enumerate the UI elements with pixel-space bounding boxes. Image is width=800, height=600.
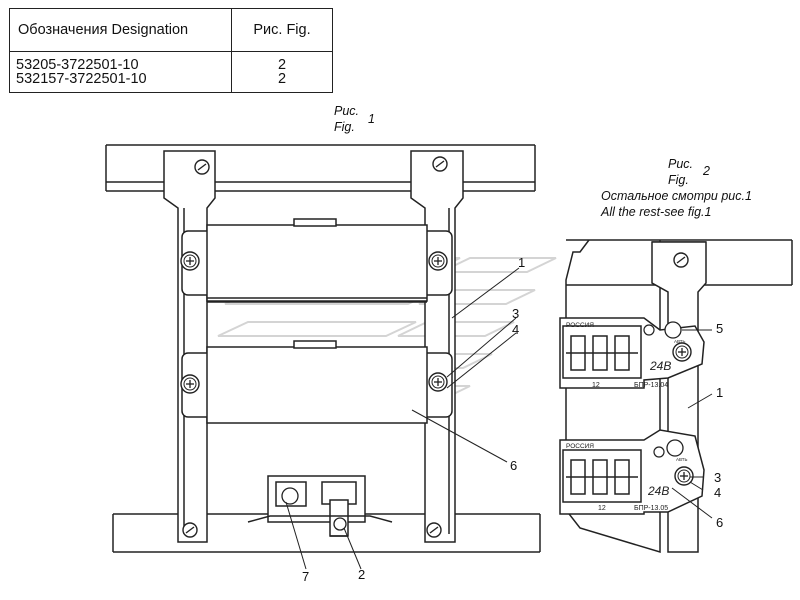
designation-table: Обозначения Designation Рис. Fig. 53205-… [9, 8, 333, 93]
fig2-number: 2 [703, 164, 710, 178]
callout-4: 4 [714, 485, 722, 500]
table-row: 53205-3722501-10 2 [9, 51, 333, 72]
block-2-rating: 12 [598, 505, 606, 512]
fig2-note-ru: Остальное смотри рис.1 [601, 189, 752, 203]
callout-5: 5 [716, 321, 724, 336]
figure-1-drawing [105, 144, 541, 553]
figure-2-leaders [671, 329, 713, 519]
fig1-number: 1 [368, 112, 375, 126]
callout-7: 7 [302, 569, 310, 584]
fig2-note-en: All the rest-see fig.1 [601, 205, 712, 219]
figure-1-screws [180, 156, 448, 538]
fig1-label-en: Fig. [334, 120, 355, 134]
block-2-voltage: 24В [647, 484, 669, 498]
callout-1: 1 [716, 385, 724, 400]
callout-3: 3 [512, 306, 520, 321]
figure-cell: 2 [231, 72, 333, 93]
fig2-label-ru: Рис. [668, 157, 694, 171]
block-1-voltage: 24В [649, 359, 671, 373]
figure-1-leaders [285, 267, 520, 570]
figure-header: Рис. Fig. [231, 8, 333, 52]
table-row: 532157-3722501-10 2 [9, 72, 333, 93]
callout-3: 3 [714, 470, 722, 485]
designation-header: Обозначения Designation [9, 8, 232, 52]
figure-2-drawing [559, 239, 793, 554]
block-2-model: БПР-13.05 [634, 505, 668, 512]
block-1-brand: РОССИЯ [566, 322, 594, 329]
callout-4: 4 [512, 322, 520, 337]
block-1-model: БПР-13.04 [634, 382, 668, 389]
callout-6: 6 [716, 515, 724, 530]
fig2-label-en: Fig. [668, 173, 689, 187]
block-2-fuse-mark: АВТЬ [676, 457, 687, 462]
figure-cell: 2 [231, 51, 333, 72]
block-1-rating: 12 [592, 382, 600, 389]
figure-2-screws [643, 252, 694, 486]
callout-1: 1 [518, 255, 526, 270]
table-header-row: Обозначения Designation Рис. Fig. [9, 8, 333, 52]
fig1-label-ru: Рис. [334, 104, 360, 118]
block-1-fuse-mark: АВТЬ [674, 339, 685, 344]
callout-2: 2 [358, 567, 366, 582]
block-2-brand: РОССИЯ [566, 443, 594, 450]
designation-cell: 532157-3722501-10 [9, 72, 232, 93]
callout-6: 6 [510, 458, 518, 473]
